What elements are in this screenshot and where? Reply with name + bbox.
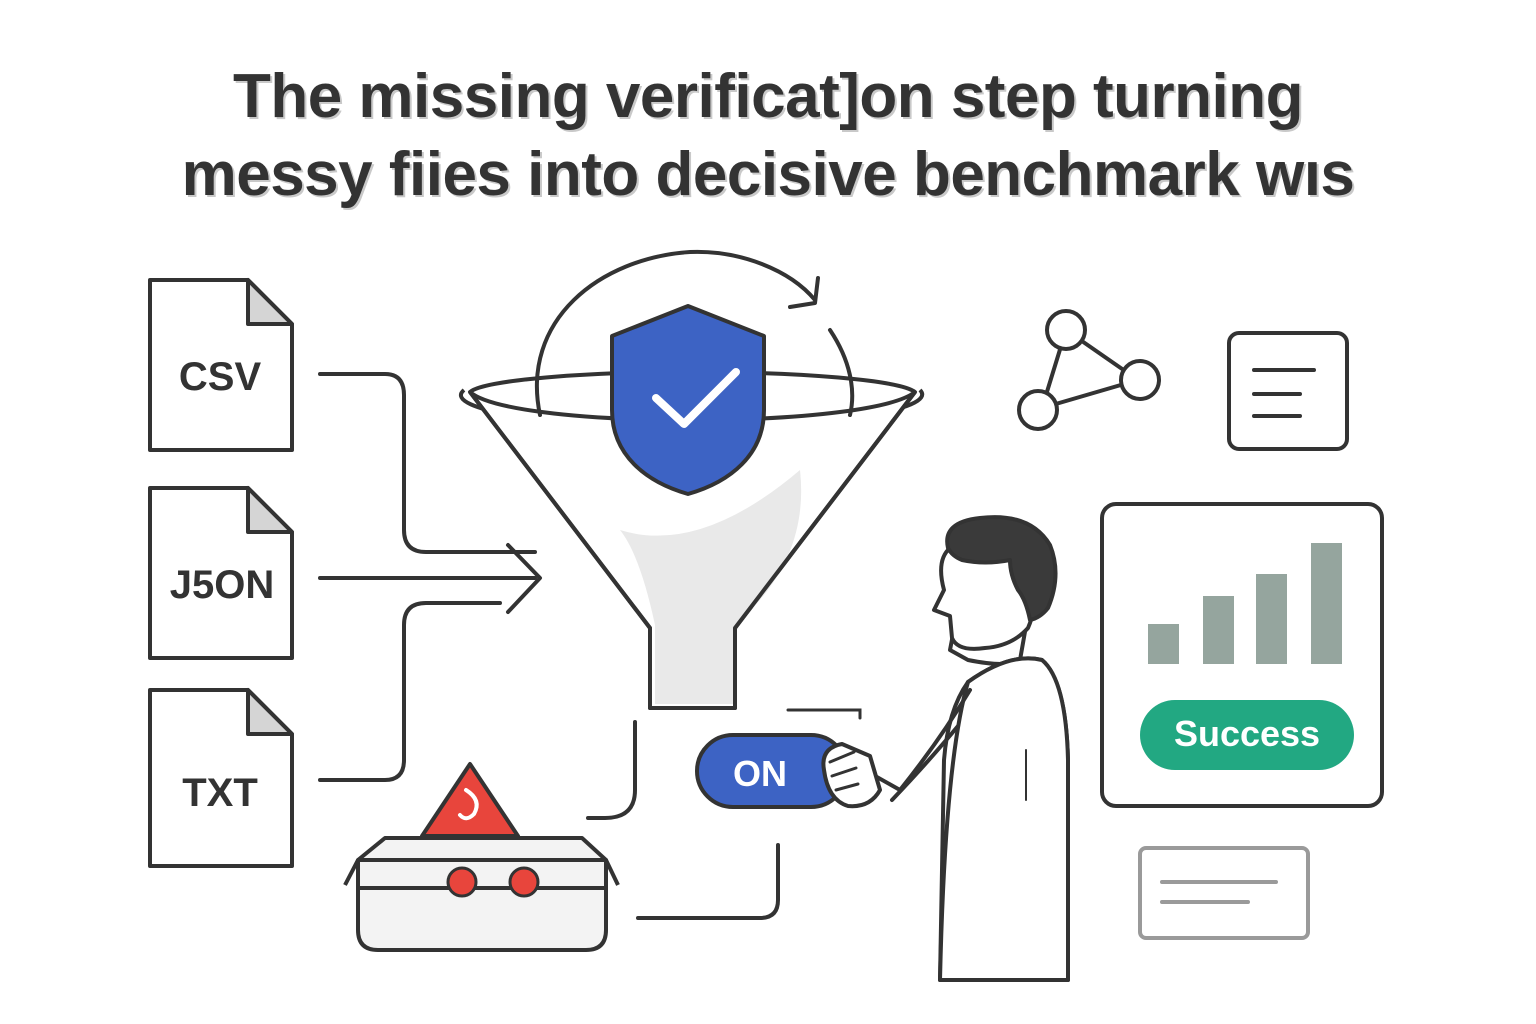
document-lines-icon (1227, 331, 1349, 451)
warning-triangle-icon (420, 762, 520, 838)
shield-check-icon (610, 304, 766, 496)
bar-3 (1256, 574, 1287, 664)
txt-file-icon (148, 688, 294, 868)
bar-4 (1311, 543, 1342, 664)
title-line-1: The missing verificat]on step turning (232, 62, 1304, 131)
input-connectors (318, 372, 542, 782)
json-file-label: J5ON (170, 563, 275, 607)
page-title: The missing verificat]on step turning me… (0, 58, 1536, 214)
error-tray-icon (343, 836, 620, 952)
csv-file-label: CSV (179, 355, 262, 399)
csv-file-icon (148, 278, 294, 452)
network-graph-icon (1017, 309, 1161, 431)
toggle-output-line (636, 843, 780, 920)
success-badge-label: Success (1174, 713, 1320, 754)
on-toggle[interactable]: ON (695, 733, 849, 809)
txt-file-label: TXT (182, 771, 258, 815)
bar-2 (1203, 596, 1234, 664)
bar-1 (1148, 624, 1179, 664)
funnel-output-line (586, 720, 637, 820)
note-card-icon (1138, 846, 1310, 940)
toggle-top-line (786, 708, 862, 720)
toggle-label: ON (733, 753, 787, 794)
cycle-arrow-icon (534, 249, 855, 417)
person-illustration (821, 515, 1070, 982)
title-line-2: messy fiies into decisive benchmark wıs (181, 140, 1355, 209)
json-file-icon (148, 486, 294, 660)
success-badge: Success (1140, 700, 1354, 770)
